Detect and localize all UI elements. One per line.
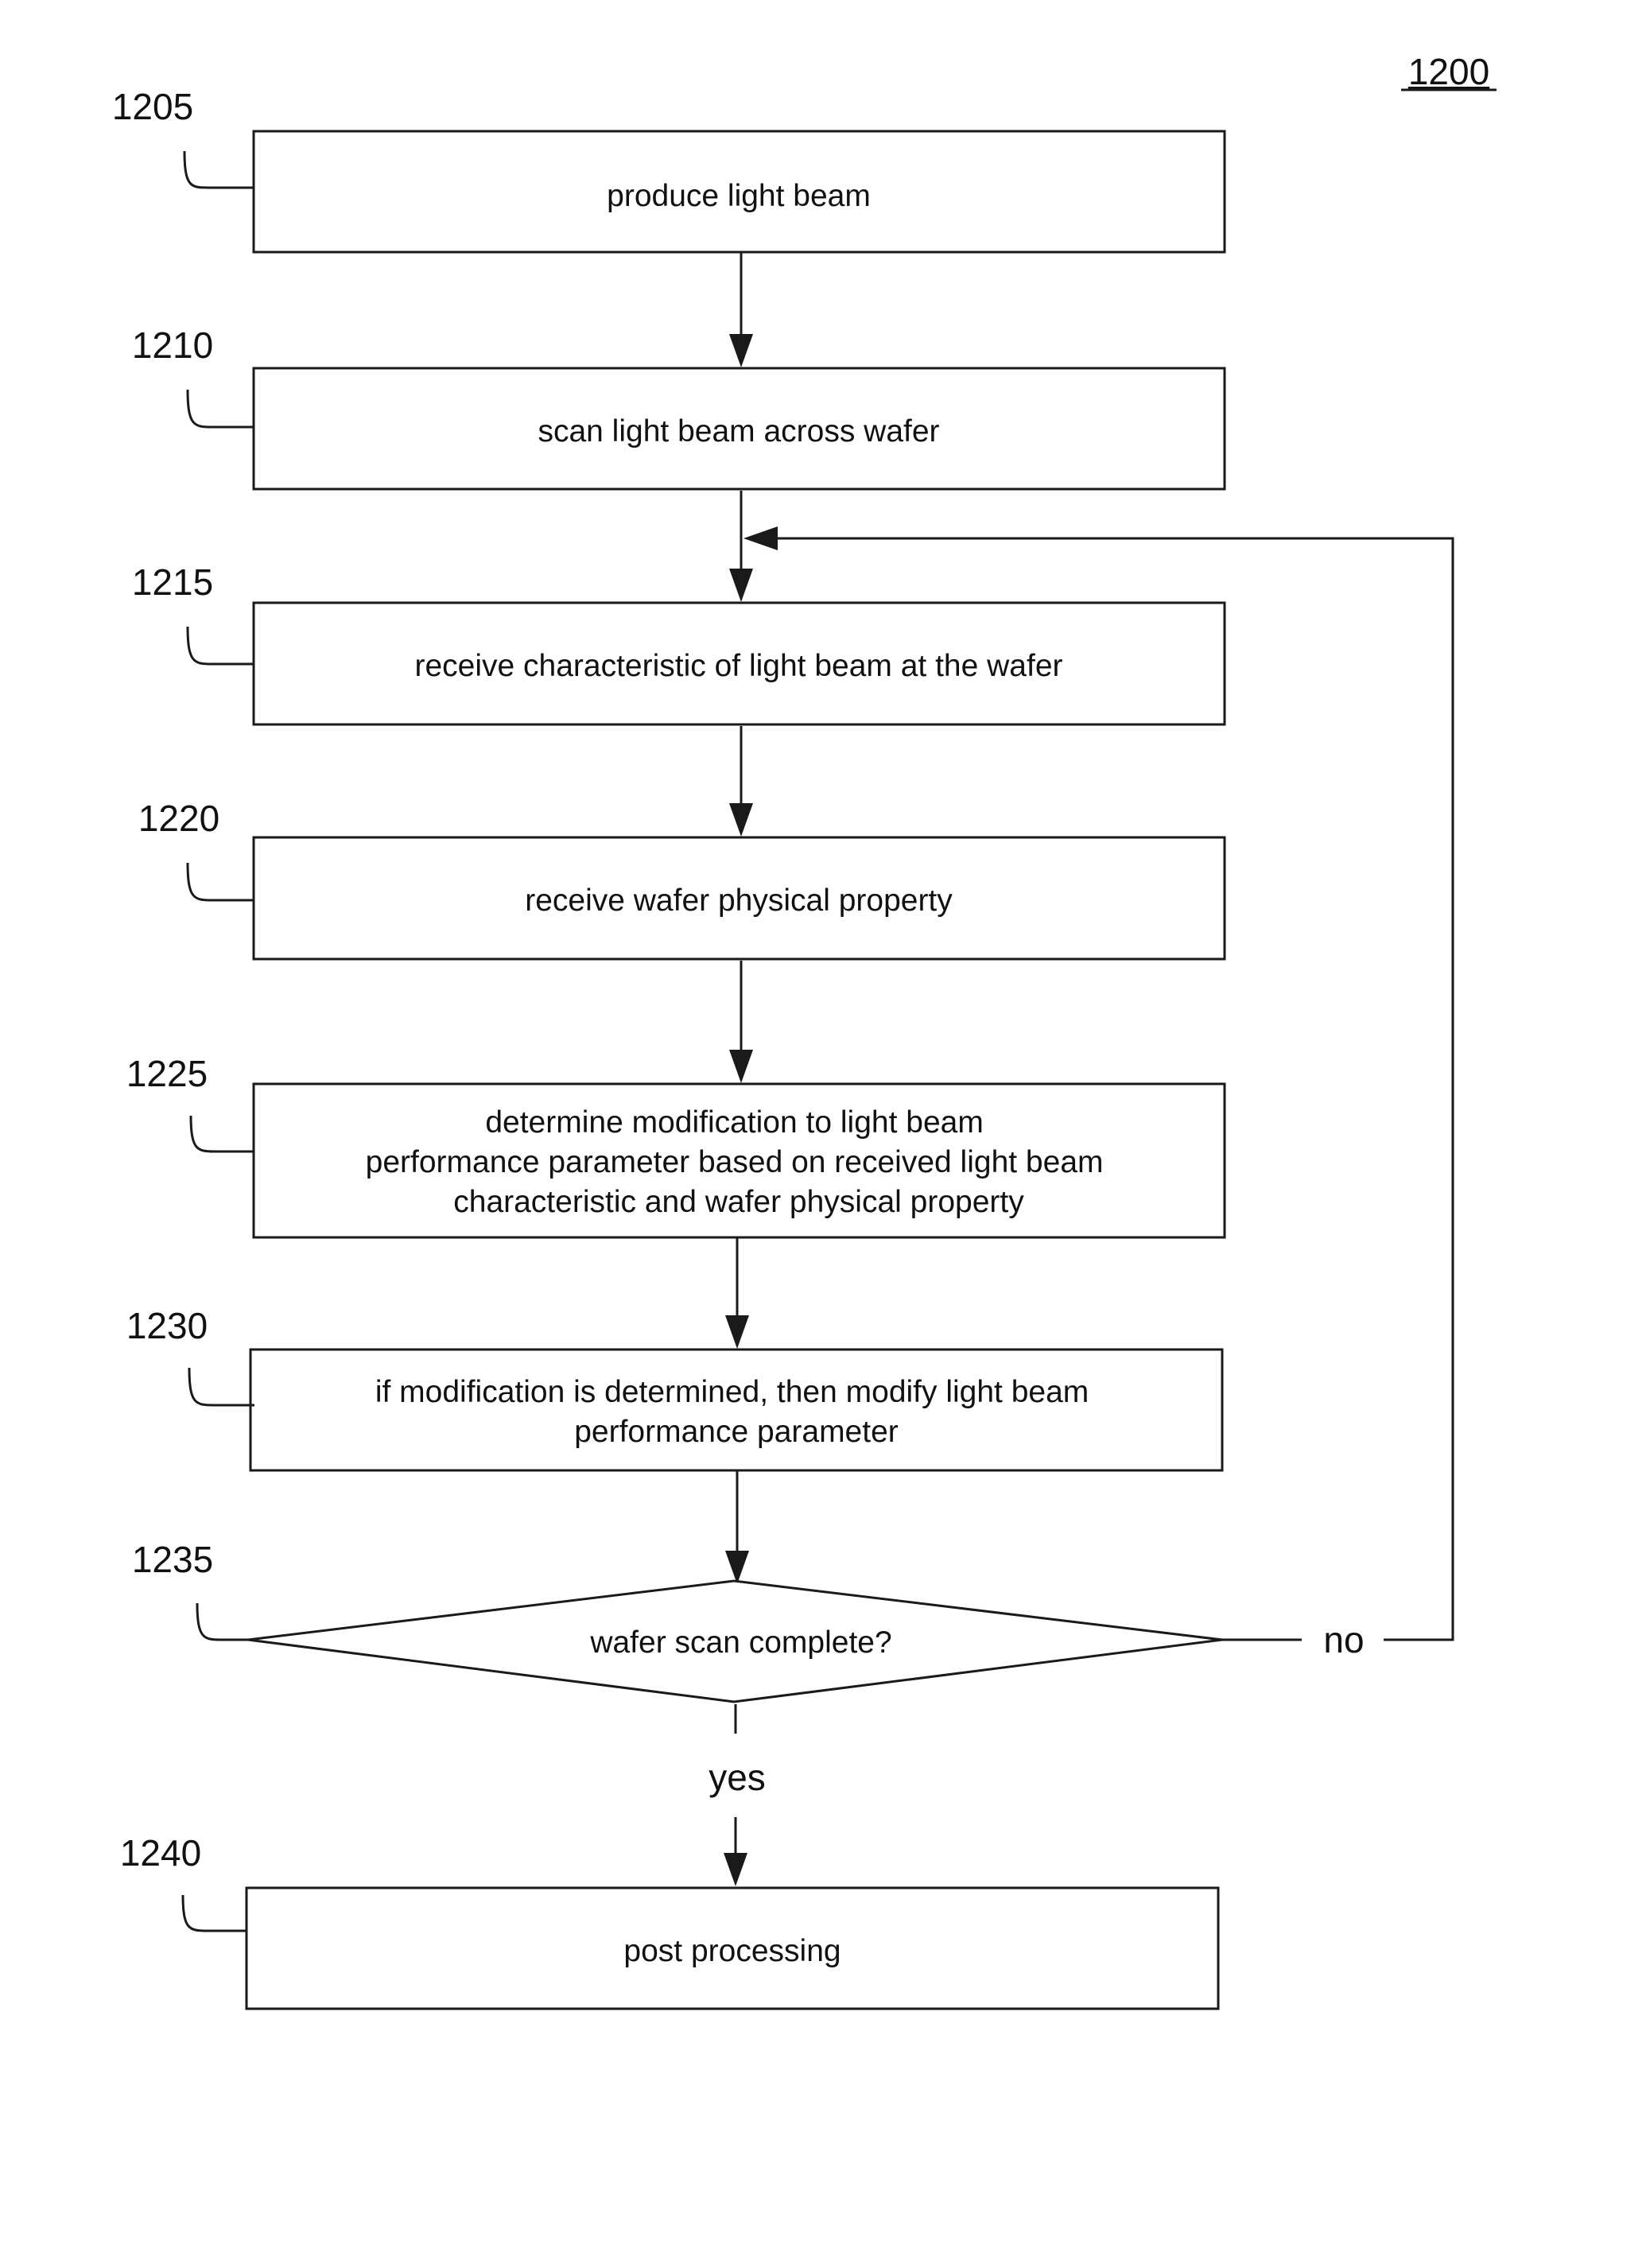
leader-1225 [191, 1116, 254, 1151]
arrowhead-1240 [724, 1853, 747, 1886]
edge-label-no: no [1323, 1619, 1364, 1660]
node-1235-label: wafer scan complete? [589, 1625, 891, 1660]
ref-1205: 1205 [112, 86, 193, 127]
node-1215-label: receive characteristic of light beam at … [414, 649, 1062, 683]
leader-1220 [188, 863, 254, 900]
ref-1220: 1220 [138, 798, 219, 839]
arrowhead-1215 [729, 569, 753, 602]
ref-1210: 1210 [132, 324, 213, 366]
leader-1205 [184, 151, 254, 188]
ref-1240: 1240 [120, 1832, 201, 1874]
ref-1215: 1215 [132, 561, 213, 603]
node-1240-label: post processing [623, 1934, 841, 1968]
ref-1225: 1225 [126, 1053, 208, 1094]
edge-label-yes: yes [709, 1757, 766, 1798]
node-1230-box [250, 1350, 1222, 1470]
leader-1215 [188, 627, 254, 664]
ref-1235: 1235 [132, 1539, 213, 1580]
arrowhead-1210 [729, 334, 753, 367]
arrowhead-1230 [725, 1315, 749, 1349]
ref-1230: 1230 [126, 1305, 208, 1346]
arrowhead-1225 [729, 1050, 753, 1083]
node-1220-label: receive wafer physical property [525, 884, 953, 918]
arrowhead-1220 [729, 803, 753, 837]
leader-1230 [189, 1368, 254, 1405]
node-1205-label: produce light beam [607, 179, 871, 213]
figure-number: 1200 [1408, 51, 1489, 92]
leader-1240 [183, 1895, 247, 1931]
leader-1235 [197, 1603, 248, 1640]
node-1210-label: scan light beam across wafer [538, 414, 939, 449]
arrowhead-1235 [725, 1551, 749, 1584]
leader-1210 [188, 390, 254, 427]
arrowhead-loop [743, 526, 778, 550]
